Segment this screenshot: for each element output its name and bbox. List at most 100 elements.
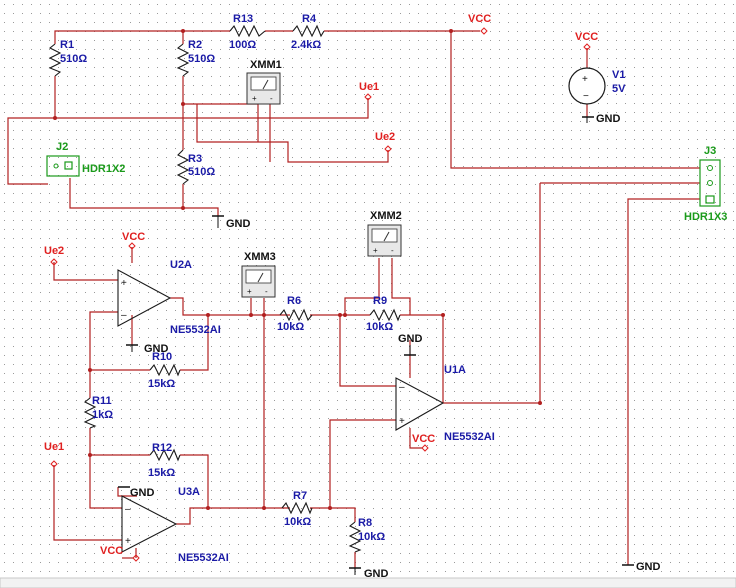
svg-text:VCC: VCC	[412, 433, 435, 445]
ue2-label-left: Ue2	[44, 245, 64, 266]
r9-ref: R9	[373, 295, 387, 307]
resistor-r6[interactable]: R6 10kΩ	[277, 295, 313, 333]
svg-text:Ue2: Ue2	[375, 131, 395, 143]
voltage-source-v1[interactable]: + − V1 5V	[568, 67, 626, 105]
connector-j2[interactable]: J2 HDR1X2	[46, 141, 125, 177]
vcc-label-u3a: VCC	[100, 545, 140, 562]
multimeter-xmm1[interactable]: + - XMM1	[246, 59, 282, 105]
svg-text:VCC: VCC	[100, 545, 123, 557]
connector-j3[interactable]: J3 HDR1X3	[684, 145, 727, 223]
multimeter-xmm3[interactable]: + - XMM3	[241, 251, 276, 298]
j3-value: HDR1X3	[684, 211, 727, 223]
svg-text:GND: GND	[636, 561, 661, 573]
svg-text:GND: GND	[144, 343, 169, 355]
r4-value: 2.4kΩ	[291, 39, 321, 51]
svg-text:–: –	[125, 504, 131, 515]
svg-text:+: +	[125, 536, 131, 547]
r12-value: 15kΩ	[148, 467, 175, 479]
svg-text:+: +	[399, 416, 405, 427]
r6-value: 10kΩ	[277, 321, 304, 333]
wires	[7, 30, 700, 568]
v1-value: 5V	[612, 83, 626, 95]
svg-text:VCC: VCC	[122, 231, 145, 243]
svg-text:Ue1: Ue1	[359, 81, 379, 93]
svg-text:+: +	[121, 278, 127, 289]
opamp-u1a[interactable]: – + U1A NE5532AI	[395, 364, 495, 443]
resistor-r1[interactable]: R1 510Ω	[48, 38, 87, 77]
ground-j3: GND	[622, 561, 661, 573]
xmm1-ref: XMM1	[250, 59, 282, 71]
svg-text:+: +	[252, 94, 257, 103]
xmm3-ref: XMM3	[244, 251, 276, 263]
resistor-r9[interactable]: R9 10kΩ	[366, 295, 401, 333]
svg-text:+: +	[582, 74, 588, 85]
resistor-r3[interactable]: R3 510Ω	[176, 149, 215, 185]
j2-ref: J2	[56, 141, 68, 153]
r3-ref: R3	[188, 153, 202, 165]
r13-value: 100Ω	[229, 39, 256, 51]
resistor-r10[interactable]: R10 15kΩ	[148, 351, 181, 390]
svg-text:GND: GND	[364, 568, 389, 580]
svg-text:–: –	[121, 310, 127, 321]
u1a-ref: U1A	[444, 364, 466, 376]
resistor-r8[interactable]: R8 10kΩ	[348, 517, 385, 553]
svg-text:-: -	[265, 287, 268, 296]
junction-dots	[53, 29, 542, 510]
ground-u3a: GND	[118, 486, 155, 499]
r6-ref: R6	[287, 295, 301, 307]
multimeter-xmm2[interactable]: +- XMM2	[367, 210, 402, 257]
opamp-u3a[interactable]: – + U3A NE5532AI	[121, 486, 229, 564]
svg-text:Ue1: Ue1	[44, 441, 64, 453]
r13-ref: R13	[233, 13, 253, 25]
j2-value: HDR1X2	[82, 163, 125, 175]
ground-u2a: GND	[126, 343, 169, 355]
vcc-label-u1a: VCC	[412, 433, 435, 452]
resistor-r12[interactable]: R12 15kΩ	[148, 442, 181, 479]
ground-j2: GND	[212, 215, 251, 230]
resistor-r7[interactable]: R7 10kΩ	[281, 490, 313, 528]
svg-text:+: +	[247, 287, 252, 296]
resistor-r13[interactable]: R13 100Ω	[229, 13, 266, 51]
v1-ref: V1	[612, 69, 625, 81]
r11-ref: R11	[92, 395, 112, 407]
j3-ref: J3	[704, 145, 716, 157]
r10-value: 15kΩ	[148, 378, 175, 390]
svg-text:VCC: VCC	[575, 31, 598, 43]
ground-r8: GND	[349, 567, 389, 580]
u3a-value: NE5532AI	[178, 552, 229, 564]
svg-text:-: -	[391, 246, 394, 255]
r11-value: 1kΩ	[92, 409, 113, 421]
r1-ref: R1	[60, 39, 74, 51]
r2-value: 510Ω	[188, 53, 215, 65]
resistor-r4[interactable]: R4 2.4kΩ	[291, 13, 325, 51]
ground-u1a: GND	[398, 333, 423, 356]
vcc-label-top: VCC	[468, 13, 491, 35]
r10-ref: R10	[152, 351, 172, 363]
vcc-label-v1: VCC	[575, 31, 598, 51]
svg-text:–: –	[399, 382, 405, 393]
ground-v1: GND	[582, 113, 621, 125]
r4-ref: R4	[302, 13, 317, 25]
svg-text:−: −	[583, 91, 589, 102]
svg-text:Ue2: Ue2	[44, 245, 64, 257]
u2a-ref: U2A	[170, 259, 192, 271]
resistor-r2[interactable]: R2 510Ω	[176, 39, 215, 77]
svg-text:VCC: VCC	[468, 13, 491, 25]
horizontal-scrollbar[interactable]	[0, 577, 736, 588]
vcc-label-u2a: VCC	[122, 231, 145, 250]
ue2-label-top: Ue2	[375, 131, 395, 153]
r7-value: 10kΩ	[284, 516, 311, 528]
svg-text:GND: GND	[226, 218, 251, 230]
opamp-u2a[interactable]: + – U2A NE5532AI	[117, 259, 221, 336]
svg-text:+: +	[373, 246, 378, 255]
svg-text:-: -	[270, 94, 273, 103]
u1a-value: NE5532AI	[444, 431, 495, 443]
r2-ref: R2	[188, 39, 202, 51]
r8-value: 10kΩ	[358, 531, 385, 543]
u3a-ref: U3A	[178, 486, 200, 498]
resistor-r11[interactable]: R11 1kΩ	[83, 395, 113, 429]
r9-value: 10kΩ	[366, 321, 393, 333]
r12-ref: R12	[152, 442, 172, 454]
r7-ref: R7	[293, 490, 307, 502]
